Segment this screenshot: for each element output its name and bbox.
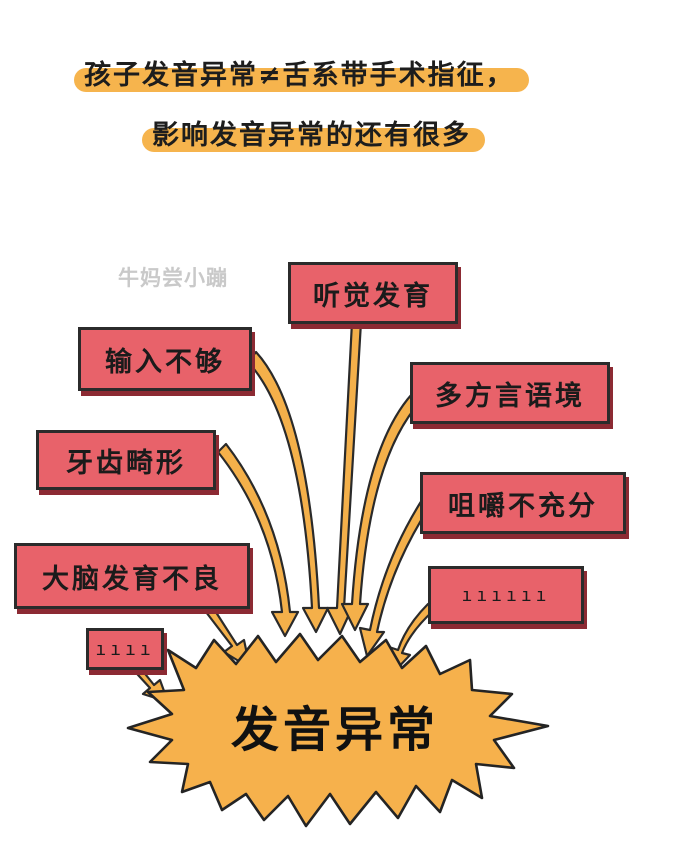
arrow-from-dialect xyxy=(340,392,422,632)
cause-malocclusion: 牙齿畸形 xyxy=(36,430,216,490)
highlight-stroke xyxy=(142,128,485,152)
center-label: 发音异常 xyxy=(230,702,439,758)
watermark: 牛妈尝小蹦 xyxy=(118,266,228,290)
arrow-from-malocclusion xyxy=(216,442,300,638)
headline-line-1: 孩子发音异常≠舌系带手术指征， xyxy=(74,56,529,96)
highlight-stroke xyxy=(74,68,529,92)
arrow-from-hearing xyxy=(325,320,363,636)
cause-hearing-development: 听觉发育 xyxy=(288,262,458,324)
cause-multi-dialect: 多方言语境 xyxy=(410,362,610,424)
arrow-from-chewing xyxy=(358,498,432,658)
cause-more-right: ıııııı xyxy=(428,566,584,624)
cause-insufficient-chewing: 咀嚼不充分 xyxy=(420,472,626,534)
cause-brain-development: 大脑发育不良 xyxy=(14,543,250,609)
headline-line-2: 影响发音异常的还有很多 xyxy=(142,116,485,156)
cause-insufficient-input: 输入不够 xyxy=(78,327,252,391)
arrow-from-input xyxy=(246,350,330,634)
cause-more-left: ıııı xyxy=(86,628,164,670)
burst-shape xyxy=(126,632,550,828)
